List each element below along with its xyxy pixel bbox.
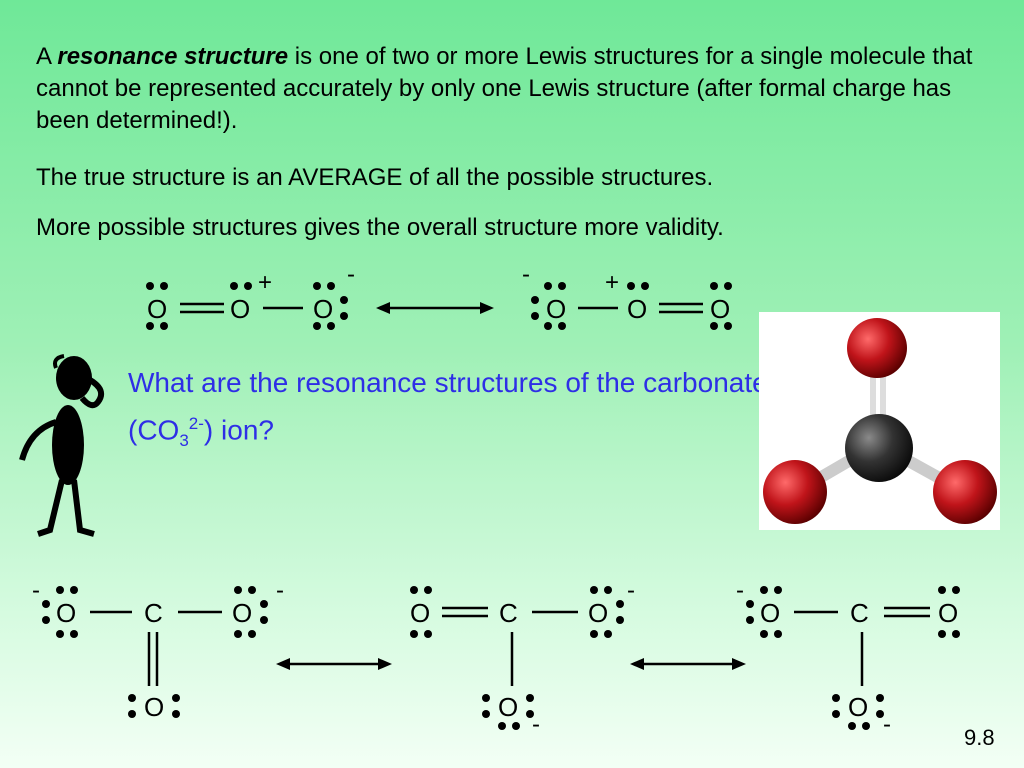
atom-c: C <box>850 598 869 628</box>
page-number: 9.8 <box>964 725 995 750</box>
intro-p1-rest: is one of two or more Lewis structures f… <box>36 43 973 134</box>
charge-minus: - <box>522 261 530 288</box>
intro-paragraph-1: A resonance structure is one of two or m… <box>36 41 996 137</box>
question-superscript: 2- <box>188 414 204 433</box>
charge-minus: - <box>736 577 744 604</box>
arrowheads <box>276 302 746 670</box>
atom-o: O <box>760 598 780 628</box>
charge-plus: + <box>258 269 272 296</box>
atom-o: O <box>938 598 958 628</box>
question-suffix: ) ion? <box>203 414 274 446</box>
charge-minus: - <box>276 577 284 604</box>
question-subscript: 3 <box>179 430 189 450</box>
thinking-figure-icon <box>19 354 105 537</box>
question-prefix: What are the resonance structures of the… <box>128 367 768 446</box>
atom-o: O <box>144 692 164 722</box>
charge-plus: + <box>605 269 619 296</box>
atom-o: O <box>588 598 608 628</box>
intro-p1-prefix: A <box>36 43 58 70</box>
atom-o: O <box>627 294 647 324</box>
charge-minus: - <box>532 711 540 738</box>
charge-minus: - <box>32 577 40 604</box>
atom-o: O <box>546 294 566 324</box>
atom-o: O <box>410 598 430 628</box>
resonance-term: resonance structure <box>57 43 289 70</box>
charge-minus: - <box>883 711 891 738</box>
atom-c: C <box>499 598 518 628</box>
intro-paragraph-3: More possible structures gives the overa… <box>36 214 724 241</box>
atom-o: O <box>710 294 730 324</box>
question-text: What are the resonance structures of the… <box>128 362 768 461</box>
intro-paragraph-2: The true structure is an AVERAGE of all … <box>36 164 714 191</box>
atom-o: O <box>232 598 252 628</box>
ball-and-stick-icon <box>763 318 997 524</box>
atom-o: O <box>147 294 167 324</box>
atom-o: O <box>313 294 333 324</box>
atom-c: C <box>144 598 163 628</box>
atom-o: O <box>56 598 76 628</box>
lone-pair-dots <box>42 282 960 730</box>
atom-o: O <box>498 692 518 722</box>
atom-o: O <box>230 294 250 324</box>
charge-minus: - <box>627 577 635 604</box>
charge-minus: - <box>347 261 355 288</box>
atom-o: O <box>848 692 868 722</box>
carbonate-model-image <box>759 312 1000 530</box>
